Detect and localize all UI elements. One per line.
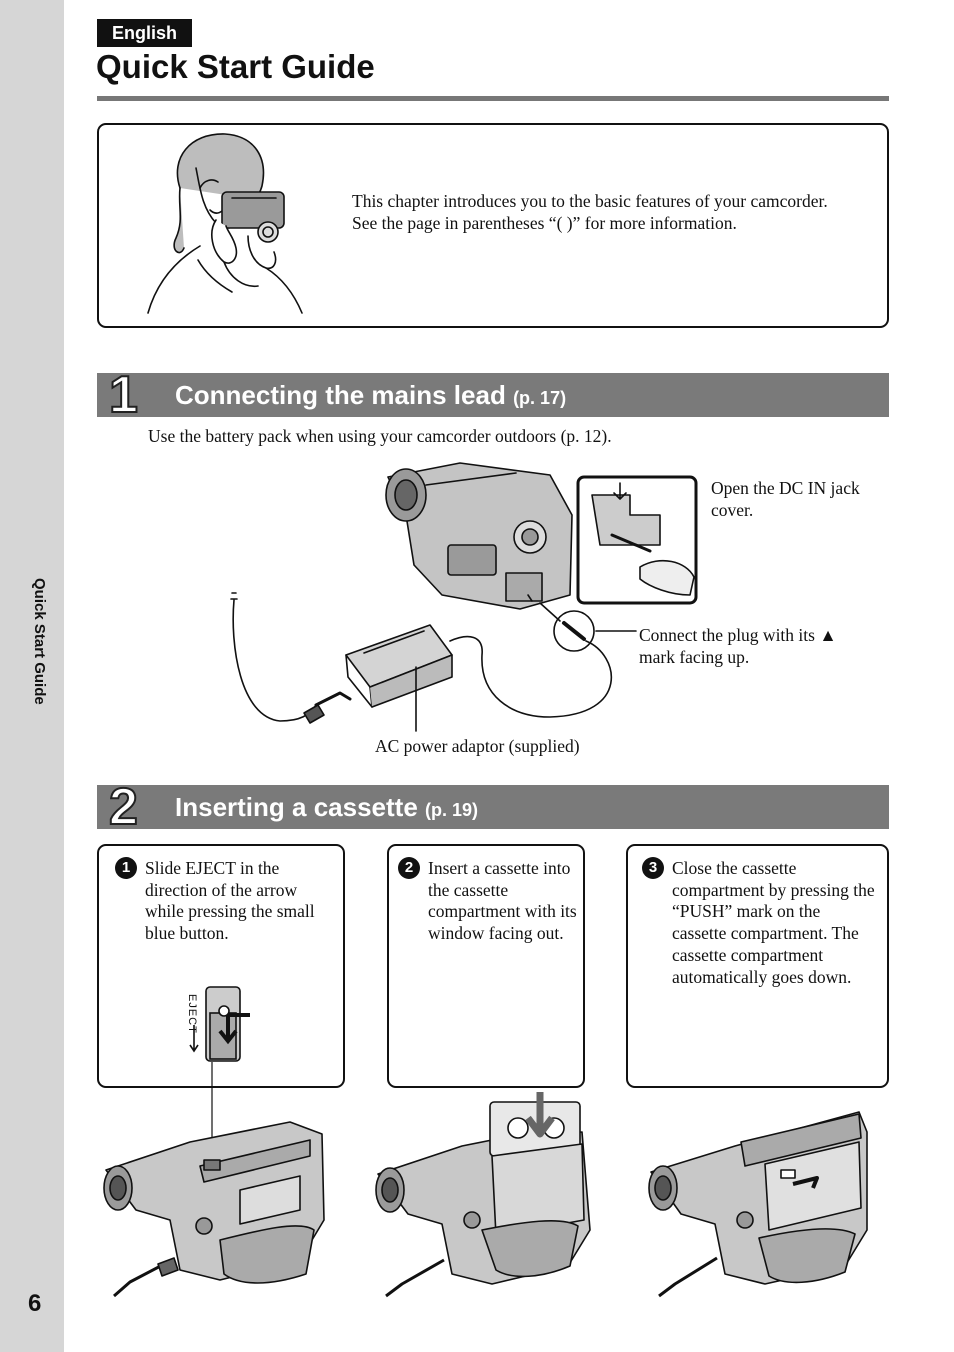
section-2-title: Inserting a cassette (p. 19) (175, 792, 478, 823)
camcorder-close-compartment-illustration (648, 1111, 868, 1298)
section-1-number: 1 (108, 366, 139, 424)
section-2-title-text: Inserting a cassette (175, 792, 418, 822)
step-2-text: Insert a cassette into the cassette comp… (428, 858, 577, 944)
section-2-number: 2 (108, 778, 139, 836)
section-1-title-text: Connecting the mains lead (175, 380, 506, 410)
woman-with-camcorder-illustration (147, 133, 303, 314)
step-3-box (626, 844, 889, 1088)
battery-note: Use the battery pack when using your cam… (148, 426, 612, 446)
intro-box (97, 123, 889, 328)
step-2-number: 2 (398, 857, 420, 879)
section-1-page-ref: (p. 17) (513, 388, 567, 408)
step-1-number: 1 (115, 857, 137, 879)
adaptor-callout: AC power adaptor (supplied) (375, 736, 580, 756)
page-title: Quick Start Guide (96, 48, 375, 85)
section-2-header: 2 Inserting a cassette (p. 19) (97, 778, 889, 836)
eject-switch-illustration (189, 986, 250, 1062)
step-1-box (97, 844, 345, 1088)
mains-connection-illustration (230, 462, 698, 732)
dc-in-callout: Open the DC IN jack cover. (711, 478, 860, 520)
section-1-header: 1 Connecting the mains lead (p. 17) (97, 366, 889, 424)
step-2-box (387, 844, 585, 1088)
plug-callout: Connect the plug with its ▲ mark facing … (639, 625, 837, 667)
step-3-text: Close the cassette compartment by pressi… (672, 858, 875, 987)
section-1-title: Connecting the mains lead (p. 17) (175, 380, 566, 411)
side-tab (0, 0, 64, 1352)
intro-text: This chapter introduces you to the basic… (352, 191, 828, 233)
page-number: 6 (28, 1290, 42, 1317)
step-3-number: 3 (642, 857, 664, 879)
eject-label: EJECT (186, 994, 198, 1034)
step-1-text: Slide EJECT in the direction of the arro… (145, 858, 315, 944)
section-2-page-ref: (p. 19) (425, 800, 479, 820)
side-tab-label: Quick Start Guide (31, 578, 48, 705)
camcorder-insert-cassette-illustration (375, 1092, 591, 1298)
title-rule (97, 96, 889, 101)
camcorder-eject-illustration (103, 1062, 325, 1298)
language-badge: English (97, 19, 192, 47)
